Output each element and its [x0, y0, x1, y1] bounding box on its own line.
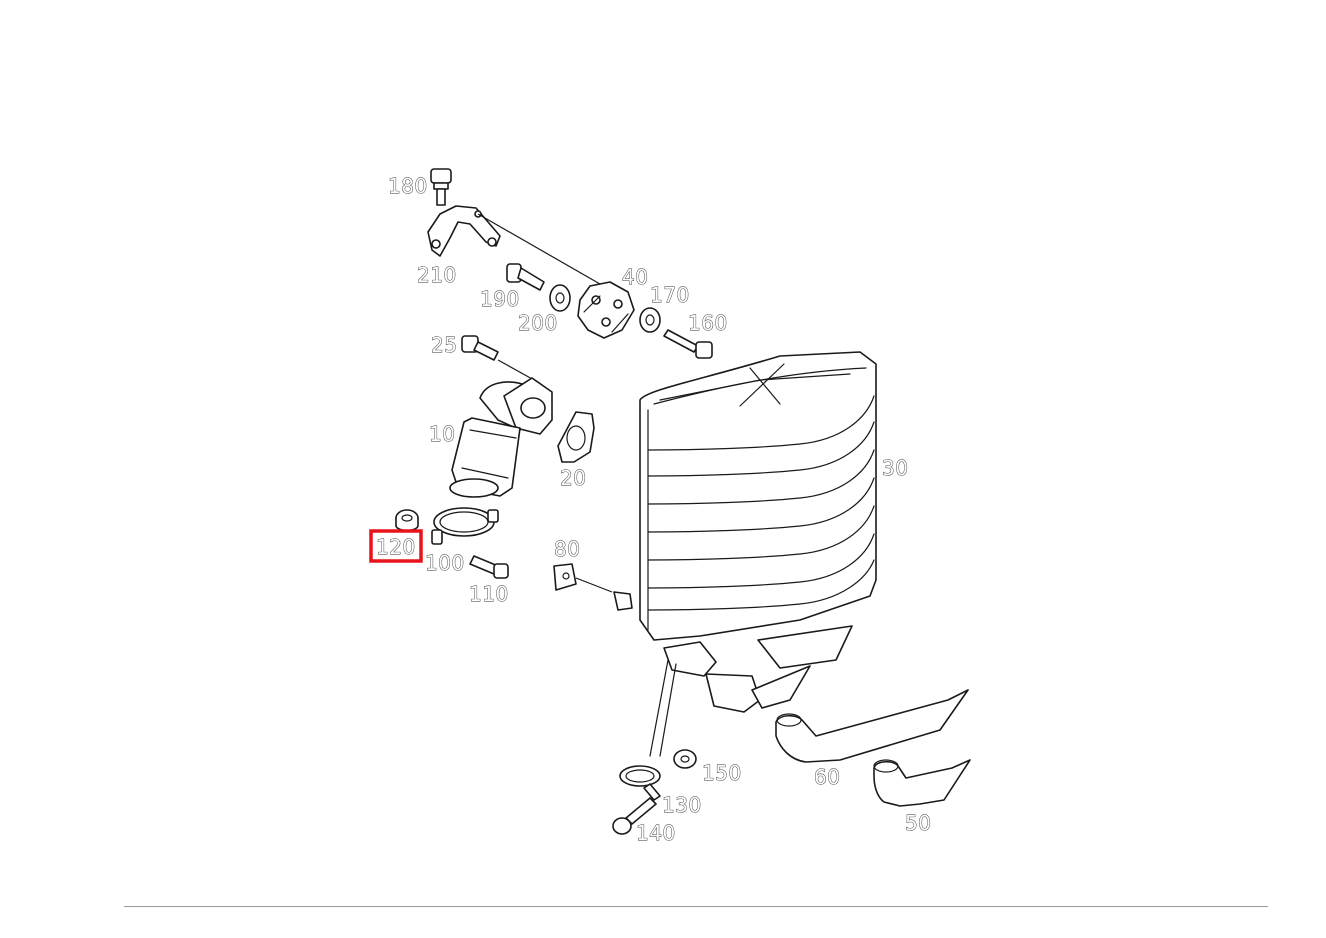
callout-180[interactable]: 180 — [388, 174, 428, 199]
part-30-muffler[interactable] — [639, 351, 877, 757]
part-140-bolt[interactable] — [612, 797, 657, 835]
part-50-tailpipe[interactable] — [873, 759, 971, 807]
callout-120[interactable]: 120 — [376, 535, 416, 560]
callout-110[interactable]: 110 — [469, 582, 509, 607]
callout-20[interactable]: 20 — [560, 466, 587, 491]
callout-80[interactable]: 80 — [554, 537, 581, 562]
part-210-bracket[interactable] — [427, 205, 601, 285]
selected-callout-highlight — [369, 529, 423, 563]
part-80-bracket-clip[interactable] — [553, 563, 633, 611]
part-10-catalytic-converter[interactable] — [449, 377, 553, 498]
callout-160[interactable]: 160 — [688, 311, 728, 336]
part-150-nut[interactable] — [673, 749, 697, 769]
part-110-bolt[interactable] — [469, 555, 509, 579]
part-25-bolt[interactable] — [461, 335, 535, 381]
callout-200[interactable]: 200 — [518, 311, 558, 336]
callout-40[interactable]: 40 — [622, 265, 649, 290]
callout-190[interactable]: 190 — [480, 287, 520, 312]
part-190-bolt[interactable] — [506, 263, 545, 291]
callout-25[interactable]: 25 — [431, 333, 458, 358]
callout-170[interactable]: 170 — [650, 283, 690, 308]
part-40-rubber-mount[interactable] — [577, 281, 635, 339]
part-100-clamp[interactable] — [431, 507, 499, 545]
callout-100[interactable]: 100 — [425, 551, 465, 576]
callout-130[interactable]: 130 — [662, 793, 702, 818]
callout-10[interactable]: 10 — [429, 422, 456, 447]
part-120-nut[interactable] — [395, 509, 419, 532]
part-20-gasket[interactable] — [557, 411, 595, 463]
callout-50[interactable]: 50 — [905, 811, 932, 836]
callout-150[interactable]: 150 — [702, 761, 742, 786]
part-200-washer[interactable] — [549, 284, 571, 312]
callout-60[interactable]: 60 — [814, 765, 841, 790]
part-130-clamp[interactable] — [619, 765, 661, 801]
part-60-tailpipe[interactable] — [775, 689, 969, 763]
footer-divider — [124, 906, 1268, 907]
callout-30[interactable]: 30 — [882, 456, 909, 481]
part-160-bolt[interactable] — [663, 329, 713, 359]
callout-210[interactable]: 210 — [417, 263, 457, 288]
part-180-bolt[interactable] — [430, 168, 452, 206]
callout-140[interactable]: 140 — [636, 821, 676, 846]
part-170-washer[interactable] — [639, 307, 661, 333]
